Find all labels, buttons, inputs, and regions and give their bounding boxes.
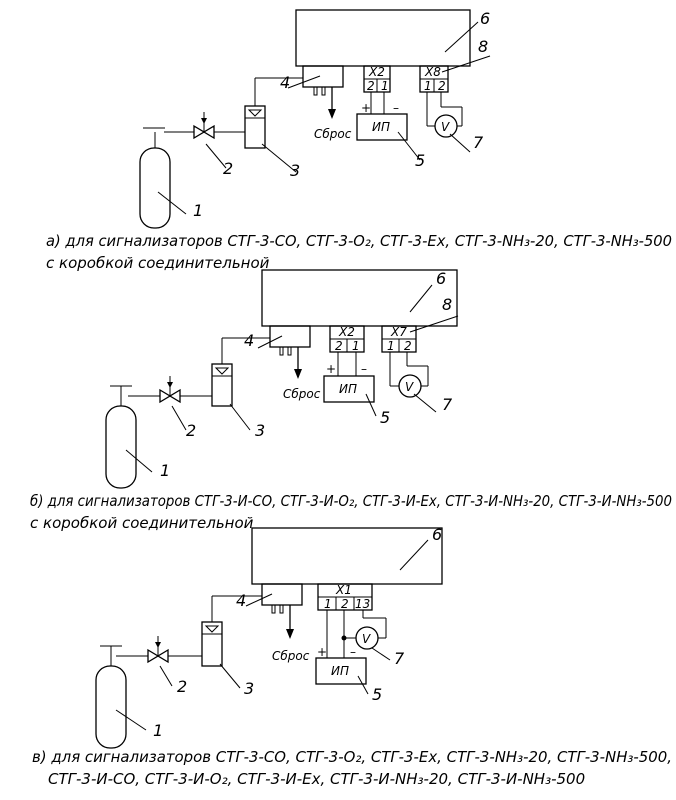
discharge-arrowhead bbox=[294, 369, 302, 379]
label-4: 4 bbox=[236, 591, 246, 610]
pin-label: 1 bbox=[352, 339, 360, 353]
pin-label: 1 bbox=[387, 339, 395, 353]
voltmeter-label: V bbox=[405, 380, 414, 394]
label-3: 3 bbox=[290, 161, 300, 180]
pin-label: 2 bbox=[335, 339, 343, 353]
caption-line-2: СТГ-3-И-СО, СТГ-3-И-О₂, СТГ-3-И-Ех, СТГ-… bbox=[48, 770, 585, 788]
label-6: 6 bbox=[480, 9, 490, 28]
sensor-nozzle-in bbox=[313, 86, 318, 96]
power-supply bbox=[356, 113, 408, 141]
power-supply bbox=[323, 375, 375, 403]
connector-x7-label: X7 bbox=[390, 325, 407, 339]
pin-label: 1 bbox=[324, 597, 332, 611]
label-8: 8 bbox=[442, 295, 452, 314]
gas-cylinder bbox=[95, 665, 127, 749]
label-6: 6 bbox=[432, 525, 442, 544]
caption-line-1: в) для сигнализаторов СТГ-3-СО, СТГ-3-О₂… bbox=[32, 748, 672, 766]
flowmeter-float bbox=[247, 109, 263, 117]
connector-x8-label: X8 bbox=[424, 65, 441, 79]
minus-sign: – bbox=[350, 645, 356, 659]
sensor-head bbox=[261, 583, 303, 606]
sensor-head bbox=[302, 65, 344, 88]
pin-label: 2 bbox=[341, 597, 349, 611]
label-6: 6 bbox=[436, 269, 446, 288]
label-7: 7 bbox=[473, 133, 484, 152]
label-3: 3 bbox=[244, 679, 254, 698]
discharge-label: Сброс bbox=[272, 649, 310, 663]
pin-label: 2 bbox=[438, 79, 446, 93]
label-5: 5 bbox=[380, 408, 390, 427]
flowmeter-float bbox=[214, 367, 230, 375]
label-1: 1 bbox=[153, 721, 163, 740]
flowmeter bbox=[211, 363, 233, 407]
label-1: 1 bbox=[160, 461, 170, 480]
connector-x2-label: X2 bbox=[338, 325, 355, 339]
power-supply bbox=[315, 657, 367, 685]
label-4: 4 bbox=[244, 331, 254, 350]
pin-label: 1 bbox=[381, 79, 389, 93]
sensor-nozzle-in bbox=[271, 604, 276, 614]
diagram-a: 1 2 3 4 5 6 7 8 X2 X8 2 1 1 2 ИП + – V С… bbox=[46, 9, 672, 272]
caption-line-1: б) для сигнализаторов СТГ-3-И-СО, СТГ-3-… bbox=[30, 492, 672, 510]
label-3: 3 bbox=[255, 421, 265, 440]
label-2: 2 bbox=[223, 159, 233, 178]
sensor-nozzle-in bbox=[279, 346, 284, 356]
power-supply-label: ИП bbox=[331, 664, 349, 678]
minus-sign: – bbox=[361, 362, 367, 376]
sensor-nozzle-out bbox=[279, 604, 284, 614]
sensor-nozzle-out bbox=[287, 346, 292, 356]
label-7: 7 bbox=[442, 395, 453, 414]
plus-sign: + bbox=[326, 362, 336, 376]
voltmeter-label: V bbox=[441, 120, 450, 134]
sensor-head bbox=[269, 325, 311, 348]
gas-cylinder bbox=[105, 405, 137, 489]
minus-sign: – bbox=[393, 101, 399, 115]
pin-label: 2 bbox=[367, 79, 375, 93]
label-2: 2 bbox=[186, 421, 196, 440]
discharge-arrowhead bbox=[328, 109, 336, 119]
detector-unit bbox=[295, 9, 471, 67]
diagram-c: 1 2 3 4 5 6 7 X1 1 2 13 ИП + – V Сброс в… bbox=[32, 525, 672, 788]
flowmeter bbox=[201, 621, 223, 667]
caption-line-1: а) для сигнализаторов СТГ-3-СО, СТГ-3-О₂… bbox=[46, 232, 672, 250]
flowmeter bbox=[244, 105, 266, 149]
label-1: 1 bbox=[193, 201, 203, 220]
label-8: 8 bbox=[478, 37, 488, 56]
label-5: 5 bbox=[415, 151, 425, 170]
voltmeter-label: V bbox=[362, 632, 371, 646]
label-2: 2 bbox=[177, 677, 187, 696]
discharge-label: Сброс bbox=[283, 387, 321, 401]
diagram-b: 1 2 3 4 5 6 7 8 X2 X7 2 1 1 2 ИП + – V С… bbox=[30, 269, 672, 532]
power-supply-label: ИП bbox=[372, 120, 390, 134]
connector-x2-label: X2 bbox=[368, 65, 385, 79]
discharge-label: Сброс bbox=[314, 127, 352, 141]
gas-cylinder bbox=[139, 147, 171, 229]
detector-unit bbox=[261, 269, 458, 327]
flowmeter-float bbox=[204, 625, 220, 633]
power-supply-label: ИП bbox=[339, 382, 357, 396]
pin-label: 1 bbox=[424, 79, 432, 93]
pin-label: 2 bbox=[404, 339, 412, 353]
discharge-arrowhead bbox=[286, 629, 294, 639]
pin-label: 13 bbox=[355, 597, 370, 611]
label-5: 5 bbox=[372, 685, 382, 704]
label-7: 7 bbox=[394, 649, 405, 668]
caption-line-2: с коробкой соединительной bbox=[30, 514, 254, 532]
plus-sign: + bbox=[317, 645, 327, 659]
caption-line-2: с коробкой соединительной bbox=[46, 254, 270, 272]
plus-sign: + bbox=[361, 101, 371, 115]
sensor-nozzle-out bbox=[321, 86, 326, 96]
connector-x1-label: X1 bbox=[335, 583, 352, 597]
label-4: 4 bbox=[280, 73, 290, 92]
